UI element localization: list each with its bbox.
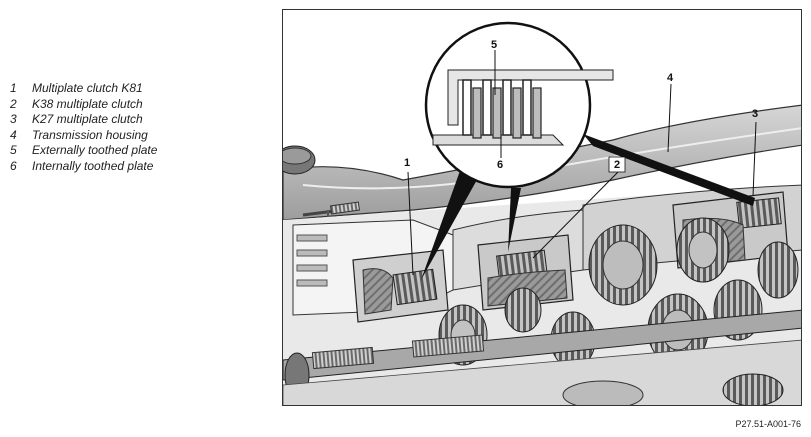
- callout-6: 6: [497, 159, 503, 171]
- legend-item: 6 Internally toothed plate: [10, 159, 270, 175]
- legend-text: Multiplate clutch K81: [32, 81, 143, 95]
- legend-item: 3 K27 multiplate clutch: [10, 112, 270, 128]
- legend-text: K27 multiplate clutch: [32, 112, 143, 127]
- lower-ring: [562, 380, 644, 405]
- callout-4: 4: [667, 72, 674, 84]
- legend-text: K38 multiplate clutch: [32, 96, 143, 111]
- legend-number: 4: [10, 127, 17, 142]
- callout-2-box: [608, 156, 626, 173]
- transmission-cutaway-figure: 1 2 3 4 5 6: [282, 9, 802, 406]
- legend-text: Externally toothed plate: [32, 143, 158, 158]
- legend: 1 Multiplate clutch K81 2 K38 multiplate…: [10, 81, 270, 175]
- callout-2: 2: [614, 159, 620, 171]
- lower-housing: [283, 339, 801, 405]
- legend-text: Internally toothed plate: [32, 158, 154, 173]
- legend-number: 6: [10, 158, 17, 173]
- external-plates: [462, 79, 532, 136]
- legend-item: 2 K38 multiplate clutch: [10, 97, 270, 113]
- clutch-k81: [352, 249, 449, 323]
- lower-gear: [722, 373, 784, 405]
- figure-reference: P27.51-A001-76: [735, 419, 801, 429]
- end-cap: [283, 145, 316, 175]
- legend-number: 3: [10, 112, 17, 127]
- magnification-wedges: [421, 134, 755, 280]
- legend-item: 5 Externally toothed plate: [10, 143, 270, 159]
- leader-lines: [407, 83, 757, 276]
- legend-number: 1: [10, 81, 17, 95]
- callout-5: 5: [491, 39, 497, 51]
- legend-text: Transmission housing: [32, 127, 148, 142]
- legend-number: 5: [10, 143, 17, 158]
- detail-magnifier: [424, 21, 614, 189]
- legend-item: 4 Transmission housing: [10, 128, 270, 144]
- legend-number: 2: [10, 96, 17, 111]
- internal-plates: [472, 87, 542, 139]
- clutch-k38: [477, 234, 574, 311]
- transmission-cutaway-drawing: 1 2 3 4 5 6: [283, 21, 801, 405]
- callout-1: 1: [404, 157, 410, 169]
- main-shaft: [283, 309, 801, 398]
- callout-labels: 1 2 3 4 5 6: [404, 39, 758, 173]
- callout-3: 3: [752, 108, 758, 120]
- legend-item: 1 Multiplate clutch K81: [10, 81, 270, 97]
